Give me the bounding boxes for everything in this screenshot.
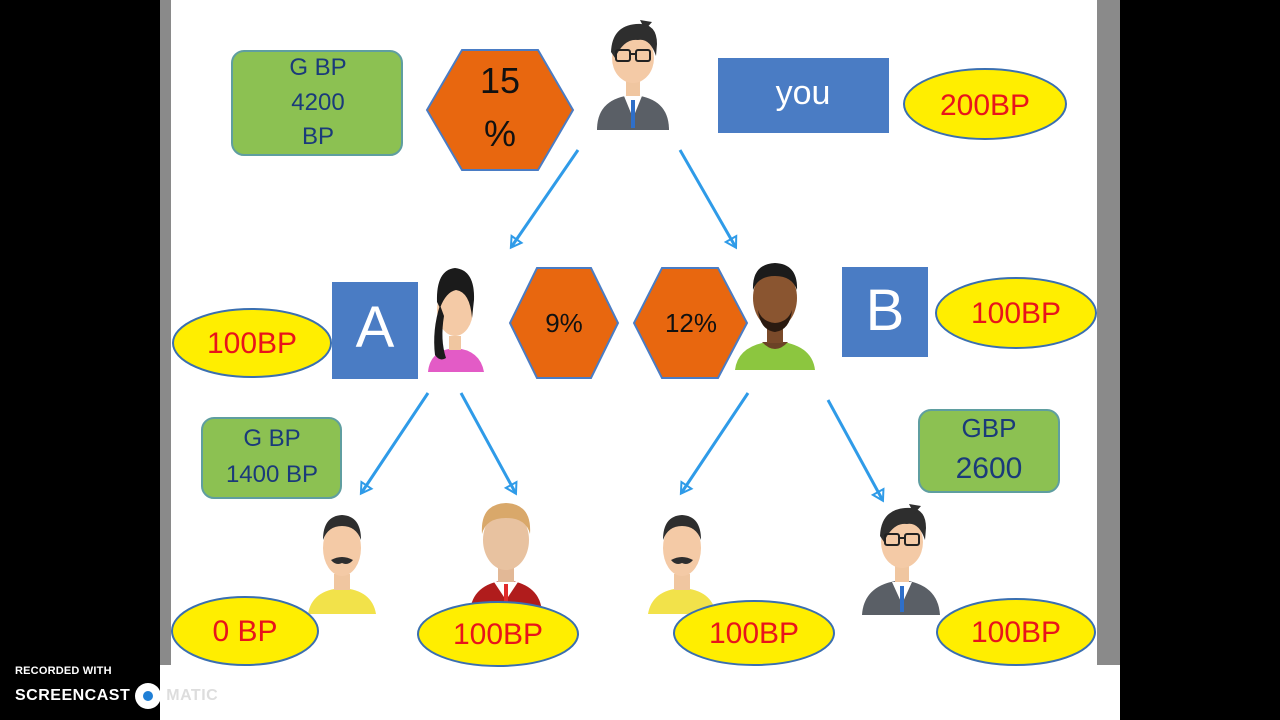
brand-right-text: MATIC xyxy=(166,687,219,704)
left-group-line2: 1400 BP xyxy=(226,461,318,488)
bottom-person-2-avatar xyxy=(470,503,542,612)
b-points-ellipse: 100BP xyxy=(935,277,1097,349)
arrow-a-to-2 xyxy=(459,392,518,496)
right-group-box: GBP 2600 xyxy=(918,409,1060,493)
bottom-points-1-ellipse: 0 BP xyxy=(171,596,319,666)
b-label: B xyxy=(866,278,905,343)
b-person-avatar xyxy=(735,263,815,370)
bottom-person-3-avatar xyxy=(648,515,716,614)
b-points: 100BP xyxy=(971,297,1061,330)
right-group-line2: 2600 xyxy=(956,452,1023,485)
brand-left-text: SCREENCAST xyxy=(15,687,131,704)
top-percent-line1: 15 xyxy=(480,60,520,101)
top-group-box: G BP 4200 BP xyxy=(231,50,403,156)
right-group-line1: GBP xyxy=(962,413,1017,443)
arrows xyxy=(359,149,885,503)
b-percent-hexagon: 12% xyxy=(632,267,749,379)
bottom-strip xyxy=(160,665,1120,720)
arrow-a-to-1 xyxy=(359,392,430,496)
top-group-line3: BP xyxy=(302,123,334,150)
bottom-points-3-ellipse: 100BP xyxy=(673,600,835,666)
bottom-person-4-avatar xyxy=(862,504,940,615)
screencast-brand: SCREENCAST MATIC xyxy=(15,683,218,709)
bottom-points-4: 100BP xyxy=(971,616,1061,649)
bottom-points-3: 100BP xyxy=(709,617,799,650)
you-points: 200BP xyxy=(940,89,1030,122)
a-box: A xyxy=(332,282,418,379)
a-person-avatar xyxy=(428,268,484,372)
arrow-b-to-4 xyxy=(826,399,885,503)
top-group-line2: 4200 xyxy=(291,89,344,116)
top-percent-line2: % xyxy=(484,113,516,154)
you-label: you xyxy=(776,74,831,112)
a-label: A xyxy=(356,295,395,360)
bottom-person-1-avatar xyxy=(308,515,376,614)
a-points: 100BP xyxy=(207,327,297,360)
arrow-b-to-3 xyxy=(679,392,750,496)
b-percent: 12% xyxy=(665,308,717,338)
left-group-line1: G BP xyxy=(243,425,300,452)
bottom-points-2-ellipse: 100BP xyxy=(417,601,579,667)
recorded-with-label: RECORDED WITH xyxy=(15,665,112,677)
a-percent-hexagon: 9% xyxy=(508,267,620,379)
you-box: you xyxy=(718,58,889,133)
a-percent: 9% xyxy=(545,308,583,338)
top-group-line1: G BP xyxy=(289,54,346,81)
top-person-avatar xyxy=(597,20,669,130)
bottom-points-4-ellipse: 100BP xyxy=(936,598,1096,666)
arrow-top-to-b xyxy=(678,149,738,250)
arrow-top-to-a xyxy=(509,149,580,250)
bottom-points-2: 100BP xyxy=(453,618,543,651)
screencast-logo-icon xyxy=(135,683,162,709)
bottom-points-1: 0 BP xyxy=(212,615,277,648)
you-points-ellipse: 200BP xyxy=(903,68,1067,140)
b-box: B xyxy=(842,267,928,357)
left-group-box: G BP 1400 BP xyxy=(201,417,342,499)
top-percent-hexagon: 15 % xyxy=(425,49,575,171)
a-points-ellipse: 100BP xyxy=(172,308,332,378)
